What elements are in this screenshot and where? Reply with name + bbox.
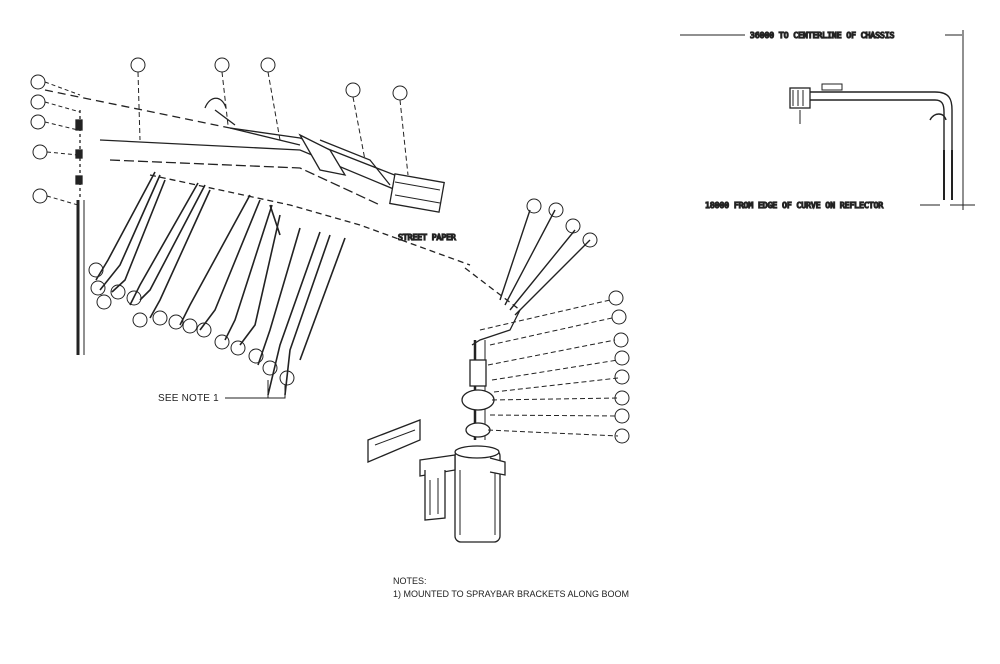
notes-title: NOTES: bbox=[393, 576, 427, 586]
hose-lines bbox=[95, 171, 346, 396]
see-note-label: SEE NOTE 1 bbox=[158, 393, 219, 404]
notes-item: 1) MOUNTED TO SPRAYBAR BRACKETS ALONG BO… bbox=[393, 589, 630, 599]
note-leader bbox=[225, 380, 286, 399]
dimension-bottom: 18000 FROM EDGE OF CURVE ON REFLECTOR bbox=[705, 201, 883, 210]
boom-assembly bbox=[44, 89, 471, 355]
dimension-top: 36000 TO CENTERLINE OF CHASSIS bbox=[750, 31, 895, 40]
detail-view bbox=[680, 30, 975, 210]
valve-callout-balloons bbox=[526, 198, 630, 444]
valve-assembly bbox=[367, 209, 619, 543]
callout-balloons bbox=[30, 57, 409, 386]
dimension-mid: STREET PAPER bbox=[398, 233, 456, 242]
